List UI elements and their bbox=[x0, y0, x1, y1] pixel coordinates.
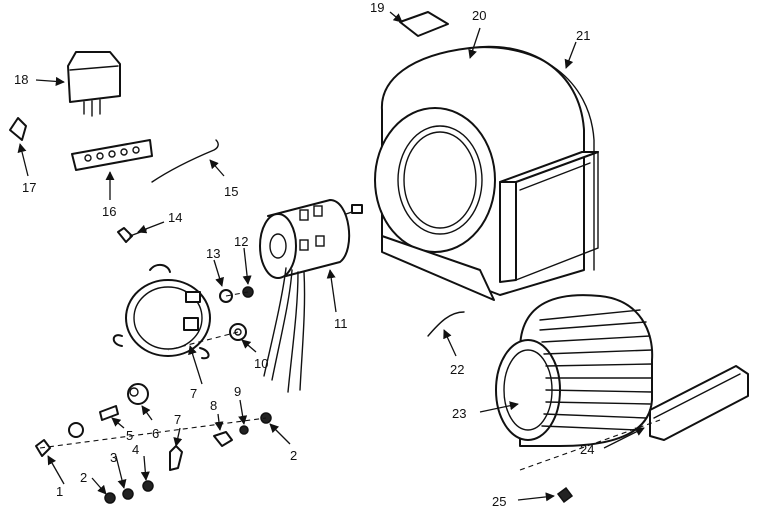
label-2-upper: 2 bbox=[290, 448, 297, 463]
label-13: 13 bbox=[206, 246, 220, 261]
part-3-washer bbox=[68, 422, 84, 438]
label-12: 12 bbox=[234, 234, 248, 249]
part-19-plate bbox=[399, 11, 449, 37]
label-15: 15 bbox=[224, 184, 238, 199]
label-7-upper: 7 bbox=[190, 386, 197, 401]
part-21-blower-housing bbox=[374, 45, 599, 301]
label-8: 8 bbox=[210, 398, 217, 413]
label-23: 23 bbox=[452, 406, 466, 421]
part-labels: 18 17 16 15 14 13 12 11 10 7 19 20 21 22… bbox=[14, 0, 594, 509]
part-11-motor bbox=[259, 199, 363, 393]
label-10: 10 bbox=[254, 356, 268, 371]
part-4-nut bbox=[142, 480, 154, 492]
part-24-cutoff-plate bbox=[649, 365, 749, 441]
label-4: 4 bbox=[132, 442, 139, 457]
part-5-spacer bbox=[99, 405, 119, 421]
label-9: 9 bbox=[234, 384, 241, 399]
part-9-nut bbox=[239, 425, 249, 435]
part-2-nut-lower bbox=[104, 492, 116, 504]
part-3-nut-lower bbox=[122, 488, 134, 500]
label-14: 14 bbox=[168, 210, 182, 225]
part-15-wire bbox=[151, 139, 219, 183]
label-19: 19 bbox=[370, 0, 384, 15]
label-3: 3 bbox=[110, 450, 117, 465]
label-6: 6 bbox=[152, 426, 159, 441]
part-7-clip bbox=[169, 445, 183, 471]
label-1: 1 bbox=[56, 484, 63, 499]
label-11: 11 bbox=[334, 316, 348, 331]
label-25: 25 bbox=[492, 494, 506, 509]
part-16-terminal-board bbox=[71, 139, 153, 171]
label-2-lower: 2 bbox=[80, 470, 87, 485]
part-25-screw bbox=[556, 486, 574, 504]
label-5: 5 bbox=[126, 428, 133, 443]
label-24: 24 bbox=[580, 442, 594, 457]
label-17: 17 bbox=[22, 180, 36, 195]
part-17-wire-nut bbox=[9, 117, 27, 141]
label-18: 18 bbox=[14, 72, 28, 87]
label-21: 21 bbox=[576, 28, 590, 43]
label-16: 16 bbox=[102, 204, 116, 219]
part-18-relay bbox=[67, 51, 121, 117]
part-8-bolt bbox=[213, 431, 233, 447]
part-22-wire-spring bbox=[427, 311, 465, 337]
label-20: 20 bbox=[472, 8, 486, 23]
label-22: 22 bbox=[450, 362, 464, 377]
part-7-motor-mount bbox=[112, 264, 211, 360]
label-7-lower: 7 bbox=[174, 412, 181, 427]
leader-lines bbox=[17, 11, 661, 502]
part-23-blower-wheel bbox=[495, 294, 654, 447]
part-6-bushing bbox=[127, 383, 149, 405]
